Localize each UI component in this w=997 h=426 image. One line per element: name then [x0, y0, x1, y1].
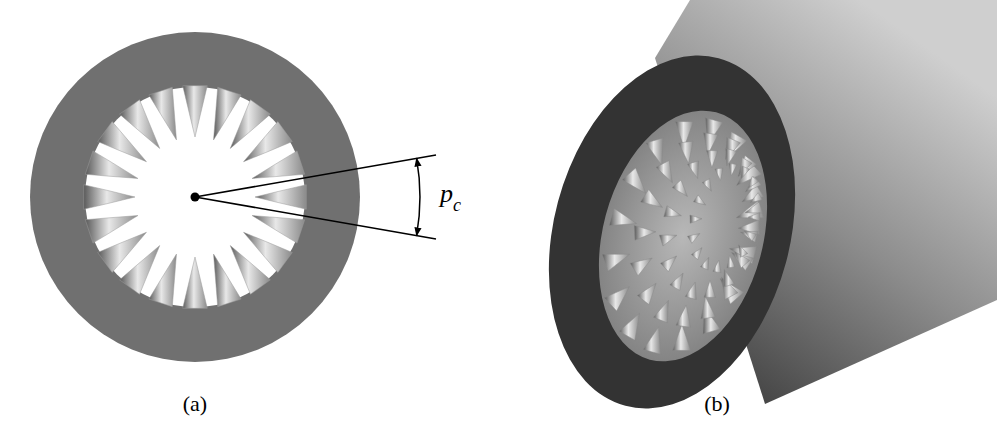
cone-spike [670, 273, 683, 290]
cone-spike [745, 202, 763, 213]
cone-spike [646, 138, 663, 165]
cone-spike [634, 225, 656, 240]
cone-spike [664, 206, 682, 217]
cone-spike [676, 305, 691, 327]
cone-spike [715, 168, 723, 180]
cone-spike [120, 100, 160, 149]
cone-spike [252, 151, 305, 179]
cone-spike [641, 190, 663, 208]
cone-spike [637, 283, 656, 304]
cone-spike [609, 208, 636, 225]
cone-spike [729, 163, 737, 175]
tube-bore [573, 92, 794, 381]
cone-spike [230, 246, 270, 295]
cone-spike [693, 195, 705, 205]
cone-spike [183, 257, 208, 308]
cone-spike [255, 185, 306, 210]
cone-spike [704, 281, 716, 298]
cone-spike [214, 254, 242, 307]
cone-spike [745, 176, 761, 192]
cone-spike [748, 213, 760, 221]
cone-spike [748, 176, 759, 188]
pitch-symbol: p [440, 181, 453, 207]
cone-spike [661, 256, 677, 272]
cone-spike [723, 269, 734, 287]
cone-spike [656, 160, 672, 182]
cone-spike [713, 260, 721, 272]
pitch-line [195, 155, 436, 197]
perspective-view [511, 0, 997, 426]
pitch-line [195, 197, 436, 239]
cone-spike [602, 254, 630, 271]
cone-spike [619, 313, 640, 340]
cone-spike [741, 166, 749, 179]
cone-spike [701, 297, 716, 319]
cone-spike [659, 235, 677, 246]
cone-spike [690, 215, 702, 223]
cone-spike [700, 257, 708, 270]
cone-spike [744, 231, 756, 241]
cone-spike [738, 155, 757, 176]
cone-spike [687, 233, 699, 243]
cone-spike [622, 168, 646, 194]
pitch-subscript: c [453, 196, 461, 214]
cone-spike [630, 258, 652, 276]
cone-spike [706, 151, 718, 168]
cone-spike [741, 231, 759, 242]
subfigure-label: (a) [183, 393, 207, 415]
subfigure-label: (b) [704, 393, 730, 415]
cone-spike [149, 87, 177, 140]
cone-spike [672, 180, 687, 196]
cone-spike [604, 287, 629, 311]
cone-spike [685, 282, 696, 300]
front-view [30, 32, 436, 362]
cone-spike [244, 122, 293, 162]
tube-end-face [511, 28, 832, 426]
cone-spike [726, 148, 737, 166]
cone-spike [679, 141, 694, 163]
cone-spike [750, 193, 762, 203]
cone-spike [727, 256, 735, 268]
cone-spike [85, 216, 138, 244]
cone-spike [183, 86, 208, 137]
cone-spike [673, 324, 691, 350]
cone-spike [643, 327, 660, 354]
cone-spike [84, 185, 135, 210]
pitch-arc [417, 158, 420, 235]
cone-spike [691, 248, 702, 260]
cone-spike [702, 179, 711, 192]
cone-array [602, 118, 764, 354]
cone-spike [739, 245, 748, 258]
cone-spike [654, 300, 669, 323]
cone-spike [688, 161, 699, 179]
cone-spike [98, 232, 147, 272]
